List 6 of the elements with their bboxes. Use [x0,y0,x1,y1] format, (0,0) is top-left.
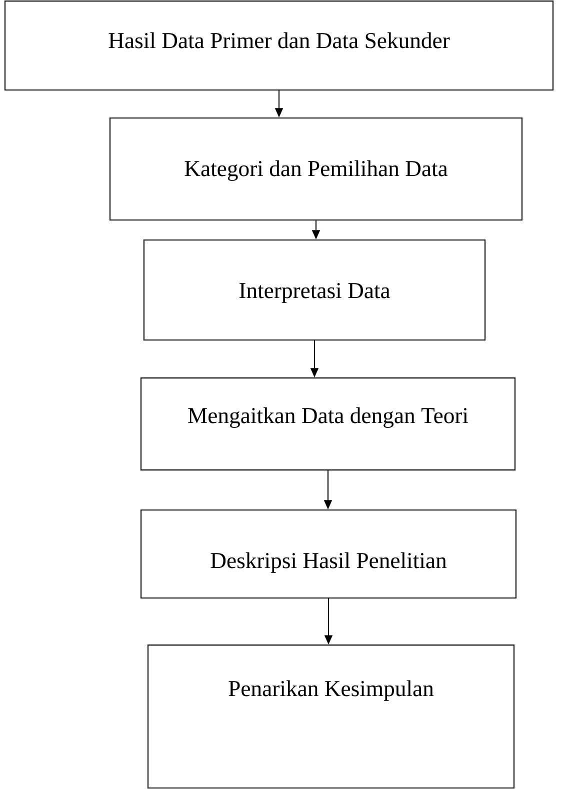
process-box: Kategori dan Pemilihan Data [109,117,523,221]
process-box: Penarikan Kesimpulan [147,644,515,789]
process-box: Hasil Data Primer dan Data Sekunder [4,0,554,91]
process-box: Deskripsi Hasil Penelitian [140,509,516,599]
process-box: Mengaitkan Data dengan Teori [140,377,516,470]
process-box: Interpretasi Data [143,239,486,341]
